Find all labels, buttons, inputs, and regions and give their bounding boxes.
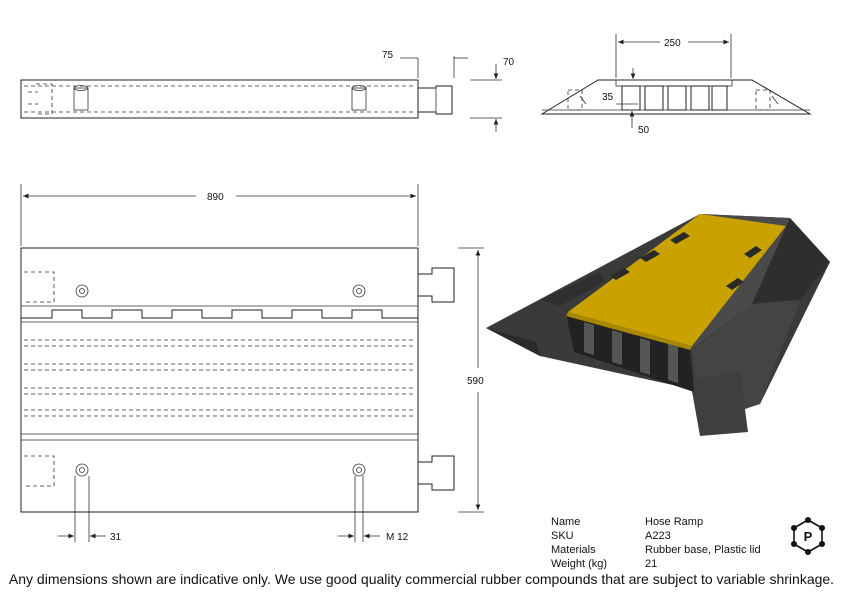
spec-row-sku: SKU A223 [551,529,761,543]
dimension-35: 35 [602,68,638,105]
dimension-50: 50 [629,111,650,136]
spec-key: SKU [551,530,574,542]
dim-70-label: 70 [503,57,515,68]
logo-letter: P [804,529,813,544]
dim-250-label: 250 [664,38,681,49]
spec-value: Hose Ramp [645,516,704,528]
dim-35-label: 35 [602,92,614,103]
dimension-31: 31 [58,476,122,543]
dimension-m12: M 12 [338,476,409,543]
dim-590-label: 590 [467,376,484,387]
end-section-view [540,79,812,115]
spec-key: Weight (kg) [551,558,608,570]
spec-row-weight: Weight (kg) 21 [551,557,761,571]
dim-31-label: 31 [110,532,122,543]
dimension-75: 75 [382,50,468,78]
spec-value: A223 [645,530,671,542]
dimension-590: 590 [458,247,484,513]
ramp-3d-render [486,214,830,436]
brand-logo-icon: P [791,517,825,555]
disclaimer-text: Any dimensions shown are indicative only… [8,571,835,587]
dimension-890: 890 [20,184,419,246]
dim-890-label: 890 [207,192,224,203]
spec-row-name: Name Hose Ramp [551,515,761,529]
dim-75-label: 75 [382,50,394,61]
spec-value: Rubber base, Plastic lid [645,544,761,556]
yellow-lid [568,214,786,346]
spec-table: Name Hose Ramp SKU A223 Materials Rubber… [551,515,761,571]
spec-row-materials: Materials Rubber base, Plastic lid [551,543,761,557]
dim-m12-label: M 12 [386,532,409,543]
dim-50-label: 50 [638,125,650,136]
spec-key: Materials [551,544,596,556]
side-elevation-view [20,79,453,119]
spec-value: 21 [645,558,658,570]
dimension-250: 250 [615,34,732,78]
spec-key: Name [551,516,581,528]
plan-view [20,247,455,513]
dimension-70: 70 [470,57,515,132]
